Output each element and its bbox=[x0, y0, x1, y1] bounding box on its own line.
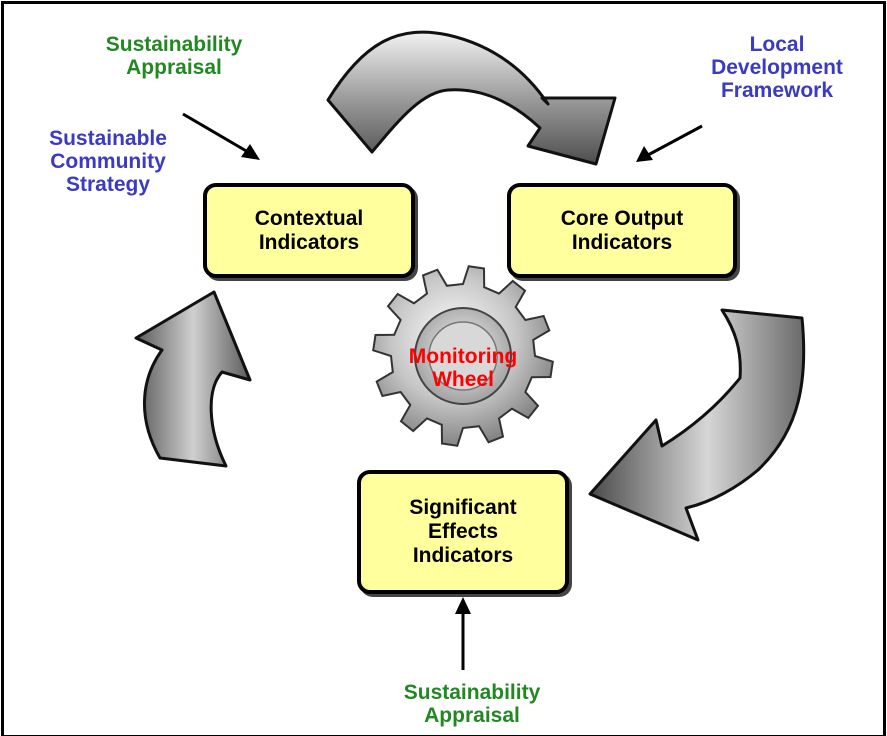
curved-arrow-icon bbox=[134, 290, 252, 468]
label-sustainability-appraisal-top: Sustainability Appraisal bbox=[105, 33, 243, 79]
label-sustainability-appraisal-bottom: Sustainability Appraisal bbox=[403, 681, 541, 727]
box-core-output-indicators: Core Output Indicators bbox=[507, 183, 737, 278]
pointer-arrow-icon bbox=[455, 597, 471, 670]
label-local-development-framework: Local Development Framework bbox=[711, 33, 843, 102]
curved-arrow-icon bbox=[588, 308, 806, 542]
pointer-arrow-icon bbox=[636, 124, 703, 162]
gear-icon bbox=[372, 265, 554, 447]
curved-arrow-icon bbox=[326, 30, 617, 166]
center-title: Monitoring Wheel bbox=[408, 345, 518, 391]
pointer-arrow-icon bbox=[182, 112, 260, 160]
box-significant-effects-indicators: Significant Effects Indicators bbox=[357, 470, 569, 594]
label-sustainable-community-strategy: Sustainable Community Strategy bbox=[49, 127, 167, 196]
box-contextual-indicators: Contextual Indicators bbox=[203, 183, 415, 278]
